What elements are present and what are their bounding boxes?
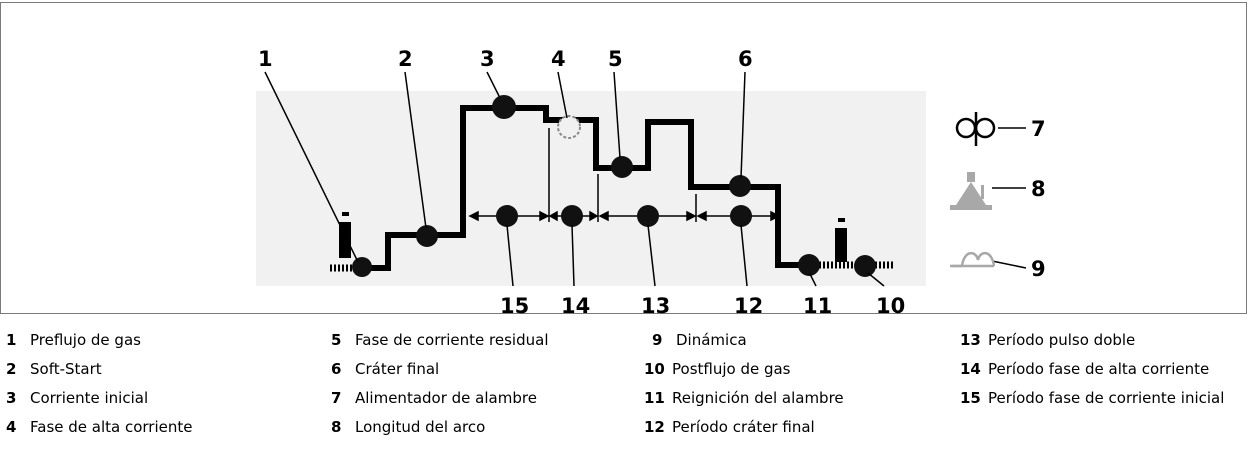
dot-13 — [637, 205, 659, 227]
callout-1: 1 — [258, 47, 273, 71]
dot-15 — [496, 205, 518, 227]
dot-5 — [611, 156, 633, 178]
display-panel — [256, 91, 926, 286]
dot-6 — [729, 175, 751, 197]
callout-10: 10 — [876, 294, 905, 318]
dot-2 — [416, 225, 438, 247]
parameter-dots — [352, 95, 876, 277]
dot-14 — [561, 205, 583, 227]
dot-12 — [730, 205, 752, 227]
callout-13: 13 — [641, 294, 670, 318]
legend: 1 Preflujo de gas 2 Soft-Start 3 Corrien… — [6, 331, 1225, 436]
callout-2: 2 — [398, 47, 413, 71]
callout-9: 9 — [1031, 257, 1046, 281]
callout-3: 3 — [480, 47, 495, 71]
dot-4 — [557, 115, 581, 139]
callout-leaders — [264, 71, 1027, 287]
callout-14: 14 — [561, 294, 590, 318]
callout-7: 7 — [1031, 117, 1046, 141]
callout-4: 4 — [551, 47, 566, 71]
dot-1 — [352, 257, 372, 277]
callout-6: 6 — [738, 47, 753, 71]
welding-sequence-diagram: 1 2 3 4 5 6 7 8 9 15 14 13 12 11 10 — [256, 47, 1046, 318]
callout-11: 11 — [803, 294, 832, 318]
diagram-frame — [0, 2, 1247, 314]
gas-bottle-icon — [835, 218, 847, 262]
wire-feeder-icon — [955, 112, 996, 146]
arc-length-icon — [950, 172, 992, 210]
dynamics-icon — [950, 252, 996, 268]
dot-11 — [798, 254, 820, 276]
dot-10 — [854, 255, 876, 277]
callout-8: 8 — [1031, 177, 1046, 201]
callout-12: 12 — [734, 294, 763, 318]
callout-5: 5 — [608, 47, 623, 71]
dot-3 — [492, 95, 516, 119]
period-arrows — [468, 210, 781, 222]
callout-15: 15 — [500, 294, 529, 318]
